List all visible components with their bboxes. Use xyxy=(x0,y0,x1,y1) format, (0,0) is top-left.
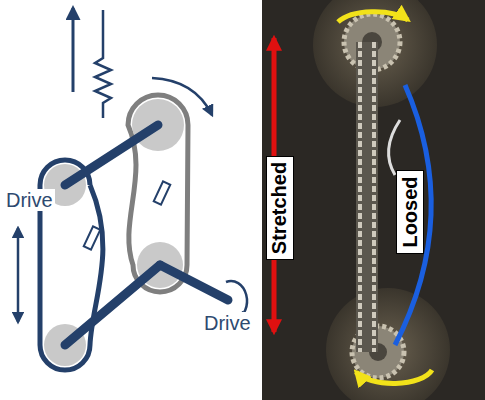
drive-label: Drive xyxy=(202,312,253,334)
label-box: Loosed xyxy=(396,170,424,253)
photo-ground xyxy=(262,0,485,400)
drive-label: Drive xyxy=(4,189,55,211)
shaft xyxy=(65,125,158,185)
chain-links xyxy=(372,42,376,352)
mount-plate xyxy=(326,288,450,400)
label-box: Stretched xyxy=(266,156,294,260)
box-label: Stretched xyxy=(269,161,291,253)
motion-arrow xyxy=(17,228,20,322)
cable xyxy=(389,120,400,175)
chain xyxy=(356,42,378,352)
lift-arrow xyxy=(72,8,75,92)
rotation-arrow xyxy=(356,370,432,383)
slack-line xyxy=(395,85,431,345)
shaft xyxy=(65,265,160,345)
rotation-arrow xyxy=(338,12,408,22)
chain-links xyxy=(358,42,362,352)
rotation-arrow xyxy=(152,78,212,115)
chain-photo xyxy=(262,0,485,400)
drive-shaft xyxy=(160,265,228,300)
box-label: Loosed xyxy=(399,176,421,247)
tensioner xyxy=(154,181,171,204)
tensioner xyxy=(84,226,101,249)
spring-symbol xyxy=(95,10,111,118)
